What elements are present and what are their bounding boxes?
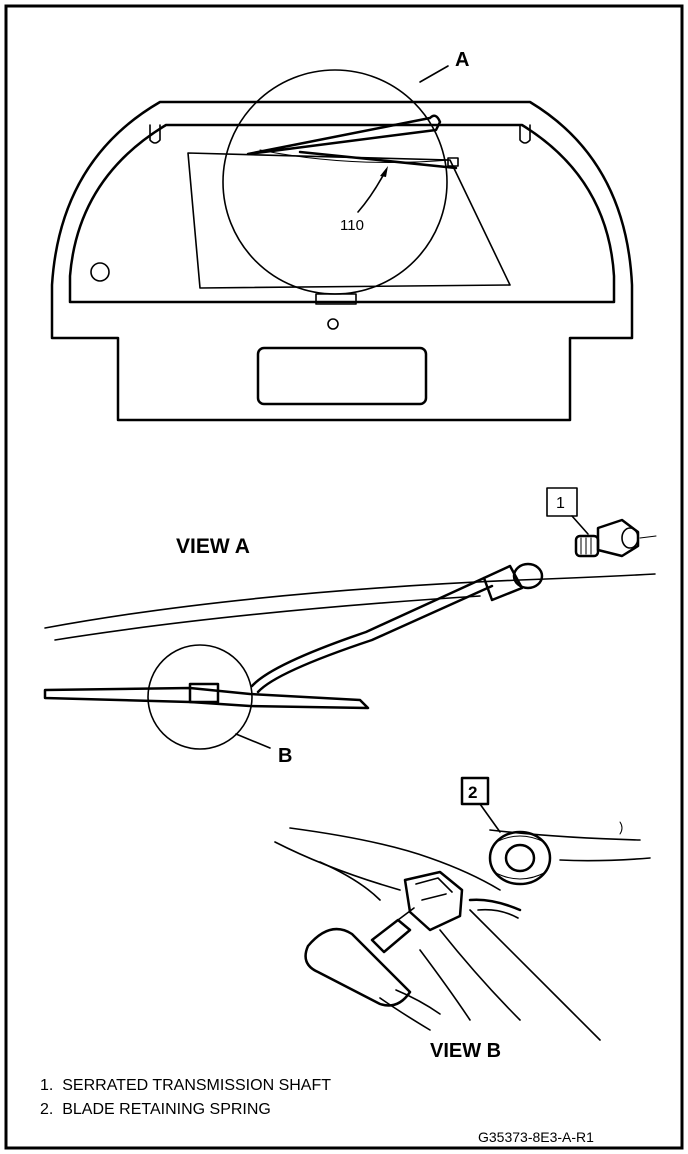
- legend-item-2: 2. BLADE RETAINING SPRING: [40, 1101, 271, 1118]
- callout-a-label: A: [455, 49, 469, 71]
- callout-110-arrowhead: [380, 166, 388, 177]
- callout-b-leader: [235, 733, 271, 749]
- view-a-title: VIEW A: [176, 535, 250, 558]
- blade-clip: [188, 682, 220, 704]
- glass-contour-b2: [274, 841, 401, 891]
- pivot-block: [403, 870, 464, 932]
- legend-item-1: 1. SERRATED TRANSMISSION SHAFT: [40, 1077, 331, 1094]
- view-b: 2 VIEW B: [274, 776, 651, 1062]
- glass-contour-b1: [289, 827, 501, 891]
- rear-window: [68, 123, 616, 304]
- liftgate: A 110: [50, 49, 634, 422]
- callout-1-label: 1: [556, 495, 565, 512]
- arm-end-body: [304, 927, 412, 1007]
- hinge-notch-left: [149, 124, 161, 144]
- shaft-splined-end: [574, 534, 600, 558]
- arm-pin: [370, 918, 412, 954]
- callout-1-leader: [571, 515, 589, 535]
- callout-a-leader: [419, 65, 449, 83]
- callout-2-label: 2: [468, 783, 477, 802]
- shaft-hex-nut: [596, 518, 640, 558]
- wiper-blade: [43, 686, 370, 710]
- spring-body: [488, 830, 552, 886]
- callout-1-box: [546, 487, 578, 517]
- shaft-bore: [621, 527, 639, 549]
- wiper-blade-stowed: [298, 150, 458, 170]
- callout-2-leader: [479, 803, 501, 833]
- callout-b-label: B: [278, 745, 292, 767]
- contour-tick: [619, 821, 623, 835]
- view-b-title: VIEW B: [430, 1040, 501, 1062]
- callout-2-box: [460, 776, 490, 806]
- glass-contour-lower: [54, 595, 481, 641]
- spring-hole: [504, 843, 536, 873]
- figure-id: G35373-8E3-A-R1: [478, 1129, 594, 1145]
- blade-rib: [468, 898, 522, 912]
- license-plate-recess: [256, 346, 428, 406]
- serrated-shaft: [574, 518, 657, 558]
- figure-frame: [4, 4, 684, 1150]
- wiper-arm-edge: [250, 576, 486, 688]
- wiper-arm: [256, 584, 494, 694]
- glass-contour-b4: [469, 909, 601, 1041]
- glass-contour-b5: [439, 929, 521, 1021]
- glass-contour-upper: [44, 573, 656, 629]
- callout-110-label: 110: [340, 217, 364, 234]
- handle-hole: [327, 318, 339, 330]
- arm-pivot-nut: [512, 562, 544, 590]
- liftgate-panel: [50, 100, 634, 422]
- glass-contour-b7: [489, 829, 641, 841]
- callout-110-leader: [357, 171, 386, 213]
- wiper-pivot: [447, 157, 459, 167]
- wiper-arm-stowed: [246, 114, 442, 156]
- detail-circle-b: [147, 644, 253, 750]
- arm-end: [304, 907, 441, 1031]
- blade-retaining-spring: [488, 830, 552, 886]
- glass-contour-b6: [419, 949, 471, 1021]
- glass-contour-b8: [559, 857, 651, 862]
- lock-hole: [90, 262, 110, 282]
- view-a: VIEW A B 1: [43, 487, 657, 767]
- legend: 1. SERRATED TRANSMISSION SHAFT 2. BLADE …: [40, 1077, 331, 1118]
- wipe-arc: [259, 149, 451, 163]
- detail-circle-a: [222, 69, 448, 295]
- glass-contour-b3: [319, 861, 381, 901]
- hinge-notch-right: [519, 124, 531, 144]
